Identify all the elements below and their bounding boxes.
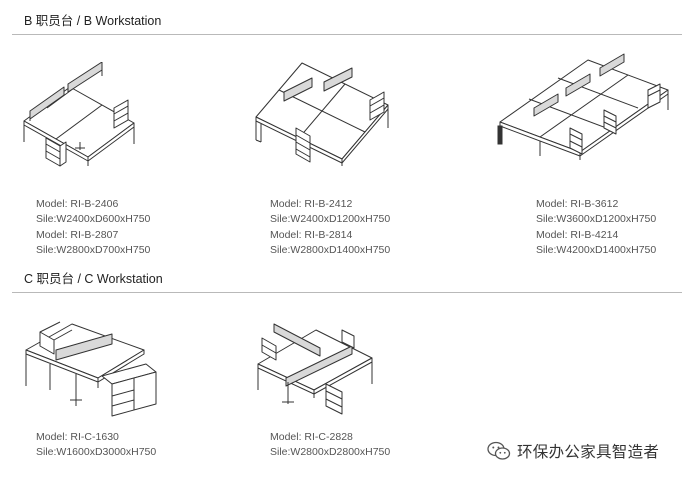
section-divider-c <box>12 292 682 293</box>
workstation-b-six-seat-icon <box>497 53 669 160</box>
spec-line: Sile:W1600xD3000xH750 <box>36 446 157 459</box>
spec-line: Sile:W3600xD1200xH750 <box>536 213 657 226</box>
watermark-text: 环保办公家具智造者 <box>517 444 660 461</box>
watermark: 环保办公家具智造者 <box>487 440 659 462</box>
workstation-c-cross-four-seat-icon <box>257 323 373 415</box>
spec-line: Sile:W2400xD1200xH750 <box>270 213 391 226</box>
product-specs-b-six-seat: Model: RI-B-3612 Sile:W3600xD1200xH750 M… <box>536 197 656 258</box>
product-specs-c-cross: Model: RI-C-2828 Sile:W2800xD2800xH750 <box>270 430 390 461</box>
section-divider-b <box>12 34 682 35</box>
spec-line: Sile:W4200xD1400xH750 <box>536 243 657 256</box>
spec-line: Model: RI-C-1630 <box>36 431 119 443</box>
spec-line: Sile:W2800xD1400xH750 <box>270 243 391 256</box>
wechat-icon <box>487 441 511 460</box>
spec-line: Sile:W2800xD700xH750 <box>36 243 151 256</box>
spec-line: Model: RI-B-4214 <box>536 228 619 241</box>
spec-line: Model: RI-B-2406 <box>36 198 119 210</box>
spec-line: Model: RI-B-3612 <box>536 198 619 210</box>
spec-line: Model: RI-C-2828 <box>270 431 353 443</box>
section-title-c: C 职员台 / C Workstation <box>24 272 163 286</box>
workstation-c-l-shaped-icon <box>25 321 157 417</box>
section-title-b: B 职员台 / B Workstation <box>24 14 162 28</box>
product-specs-b-two-seat: Model: RI-B-2406 Sile:W2400xD600xH750 Mo… <box>36 197 150 258</box>
spec-line: Model: RI-B-2412 <box>270 198 353 210</box>
spec-line: Sile:W2400xD600xH750 <box>36 213 151 226</box>
workstation-b-two-seat-icon <box>23 62 135 167</box>
product-specs-c-l-shaped: Model: RI-C-1630 Sile:W1600xD3000xH750 <box>36 430 156 461</box>
spec-line: Model: RI-B-2807 <box>36 228 119 241</box>
spec-line: Model: RI-B-2814 <box>270 228 353 241</box>
workstation-b-four-seat-icon <box>255 62 389 166</box>
product-specs-b-four-seat: Model: RI-B-2412 Sile:W2400xD1200xH750 M… <box>270 197 390 258</box>
spec-line: Sile:W2800xD2800xH750 <box>270 446 391 459</box>
